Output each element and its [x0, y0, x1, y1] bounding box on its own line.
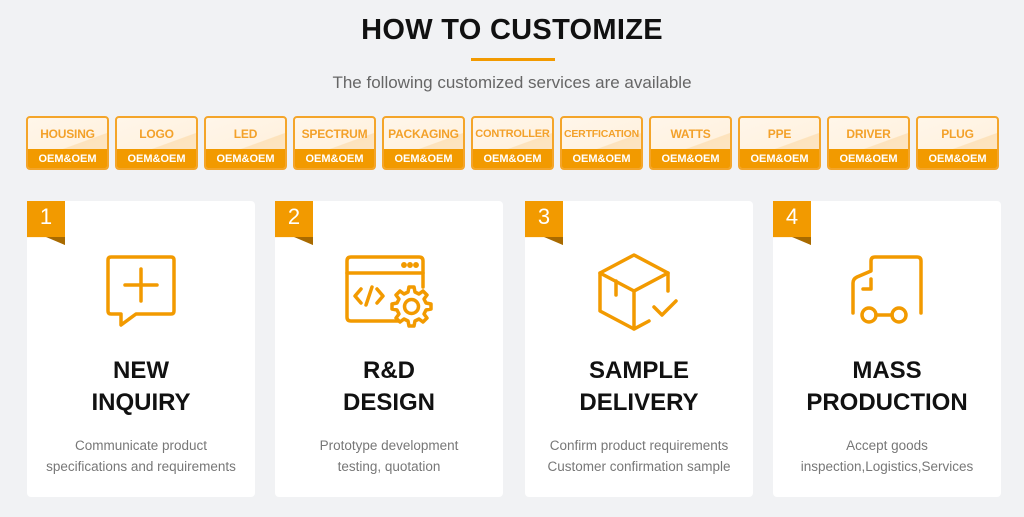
step-description: Prototype development testing, quotation	[275, 435, 503, 477]
service-tag-label: WATTS	[670, 126, 711, 141]
step-desc-line: inspection,Logistics,Services	[800, 459, 974, 474]
step-desc-line: specifications and requirements	[46, 459, 236, 474]
service-tag-label: PACKAGING	[388, 126, 459, 141]
service-tag-watts[interactable]: WATTS OEM&OEM	[649, 116, 732, 170]
page-subtitle: The following customized services are av…	[332, 73, 692, 92]
ribbon-fold	[46, 237, 65, 245]
step-description: Communicate product specifications and r…	[27, 435, 255, 477]
service-tag-badge: OEM&OEM	[918, 149, 997, 168]
service-tag-badge: OEM&OEM	[117, 149, 196, 168]
service-tag-badge: OEM&OEM	[384, 149, 463, 168]
service-tag-label: HOUSING	[40, 126, 95, 141]
service-tag-badge: OEM&OEM	[651, 149, 730, 168]
service-tag-label: DRIVER	[846, 126, 891, 141]
ribbon-fold	[544, 237, 563, 245]
service-tag-label: PPE	[767, 126, 792, 141]
service-tag-badge: OEM&OEM	[206, 149, 285, 168]
service-tag-controller[interactable]: CONTROLLER OEM&OEM	[471, 116, 554, 170]
step-title-line: MASS	[852, 357, 922, 384]
step-number: 2	[287, 204, 301, 229]
service-tag-label: PLUG	[941, 126, 974, 141]
service-tag-led[interactable]: LED OEM&OEM	[204, 116, 287, 170]
step-title-line: PRODUCTION	[806, 389, 968, 416]
title-underline	[471, 58, 555, 61]
chat-plus-icon	[27, 253, 255, 333]
step-desc-line: Accept goods	[846, 438, 928, 453]
step-number: 3	[537, 204, 551, 229]
service-tag-housing[interactable]: HOUSING OEM&OEM	[26, 116, 109, 170]
service-tag-packaging[interactable]: PACKAGING OEM&OEM	[382, 116, 465, 170]
ribbon-fold	[792, 237, 811, 245]
step-number: 1	[39, 204, 53, 229]
service-tag-label: LOGO	[139, 126, 174, 141]
step-title-line: DESIGN	[342, 389, 435, 416]
step-title-line: R&D	[363, 357, 415, 384]
service-tag-badge: OEM&OEM	[562, 149, 641, 168]
step-title: MASS PRODUCTION	[773, 355, 1001, 419]
service-tag-plug[interactable]: PLUG OEM&OEM	[916, 116, 999, 170]
service-tag-ppe[interactable]: PPE OEM&OEM	[738, 116, 821, 170]
step-desc-line: Customer confirmation sample	[547, 459, 731, 474]
step-title-line: NEW	[113, 357, 169, 384]
service-tag-badge: OEM&OEM	[829, 149, 908, 168]
step-card-rd-design: 2 R&D DESIGN Prototype development testi…	[275, 201, 503, 497]
code-gear-icon	[275, 253, 503, 333]
step-desc-line: Communicate product	[74, 438, 208, 453]
service-tag-label: CERTFICATION	[564, 127, 639, 140]
page-title: HOW TO CUSTOMIZE	[361, 14, 663, 46]
service-tag-spectrum[interactable]: SPECTRUM OEM&OEM	[293, 116, 376, 170]
step-title-line: SAMPLE	[588, 357, 689, 384]
service-tag-badge: OEM&OEM	[28, 149, 107, 168]
service-tag-badge: OEM&OEM	[295, 149, 374, 168]
service-tag-label: SPECTRUM	[301, 126, 368, 141]
ribbon-fold	[294, 237, 313, 245]
step-desc-line: Confirm product requirements	[549, 438, 729, 453]
step-desc-line: testing, quotation	[337, 459, 441, 474]
service-tag-label: CONTROLLER	[475, 127, 550, 140]
step-title-line: INQUIRY	[91, 389, 191, 416]
service-tag-certification[interactable]: CERTFICATION OEM&OEM	[560, 116, 643, 170]
box-check-icon	[525, 253, 753, 333]
service-tag-driver[interactable]: DRIVER OEM&OEM	[827, 116, 910, 170]
service-tags: HOUSING OEM&OEM LOGO OEM&OEM LED OEM&OEM SP…	[26, 116, 999, 170]
step-card-sample-delivery: 3 SAMPLE DELIVERY Confirm product requir…	[525, 201, 753, 497]
step-title: R&D DESIGN	[275, 355, 503, 419]
step-title-line: DELIVERY	[579, 389, 699, 416]
service-tag-badge: OEM&OEM	[473, 149, 552, 168]
step-number: 4	[785, 204, 799, 229]
service-tag-label: LED	[233, 126, 258, 141]
step-title: SAMPLE DELIVERY	[525, 355, 753, 419]
step-card-mass-production: 4 MASS PRODUCTION Accept goods inspectio…	[773, 201, 1001, 497]
step-description: Confirm product requirements Customer co…	[525, 435, 753, 477]
service-tag-logo[interactable]: LOGO OEM&OEM	[115, 116, 198, 170]
service-tag-badge: OEM&OEM	[740, 149, 819, 168]
truck-icon	[773, 253, 1001, 333]
step-card-new-inquiry: 1 NEW INQUIRY Communicate product specif…	[27, 201, 255, 497]
step-title: NEW INQUIRY	[27, 355, 255, 419]
step-description: Accept goods inspection,Logistics,Servic…	[773, 435, 1001, 477]
step-desc-line: Prototype development	[319, 438, 459, 453]
